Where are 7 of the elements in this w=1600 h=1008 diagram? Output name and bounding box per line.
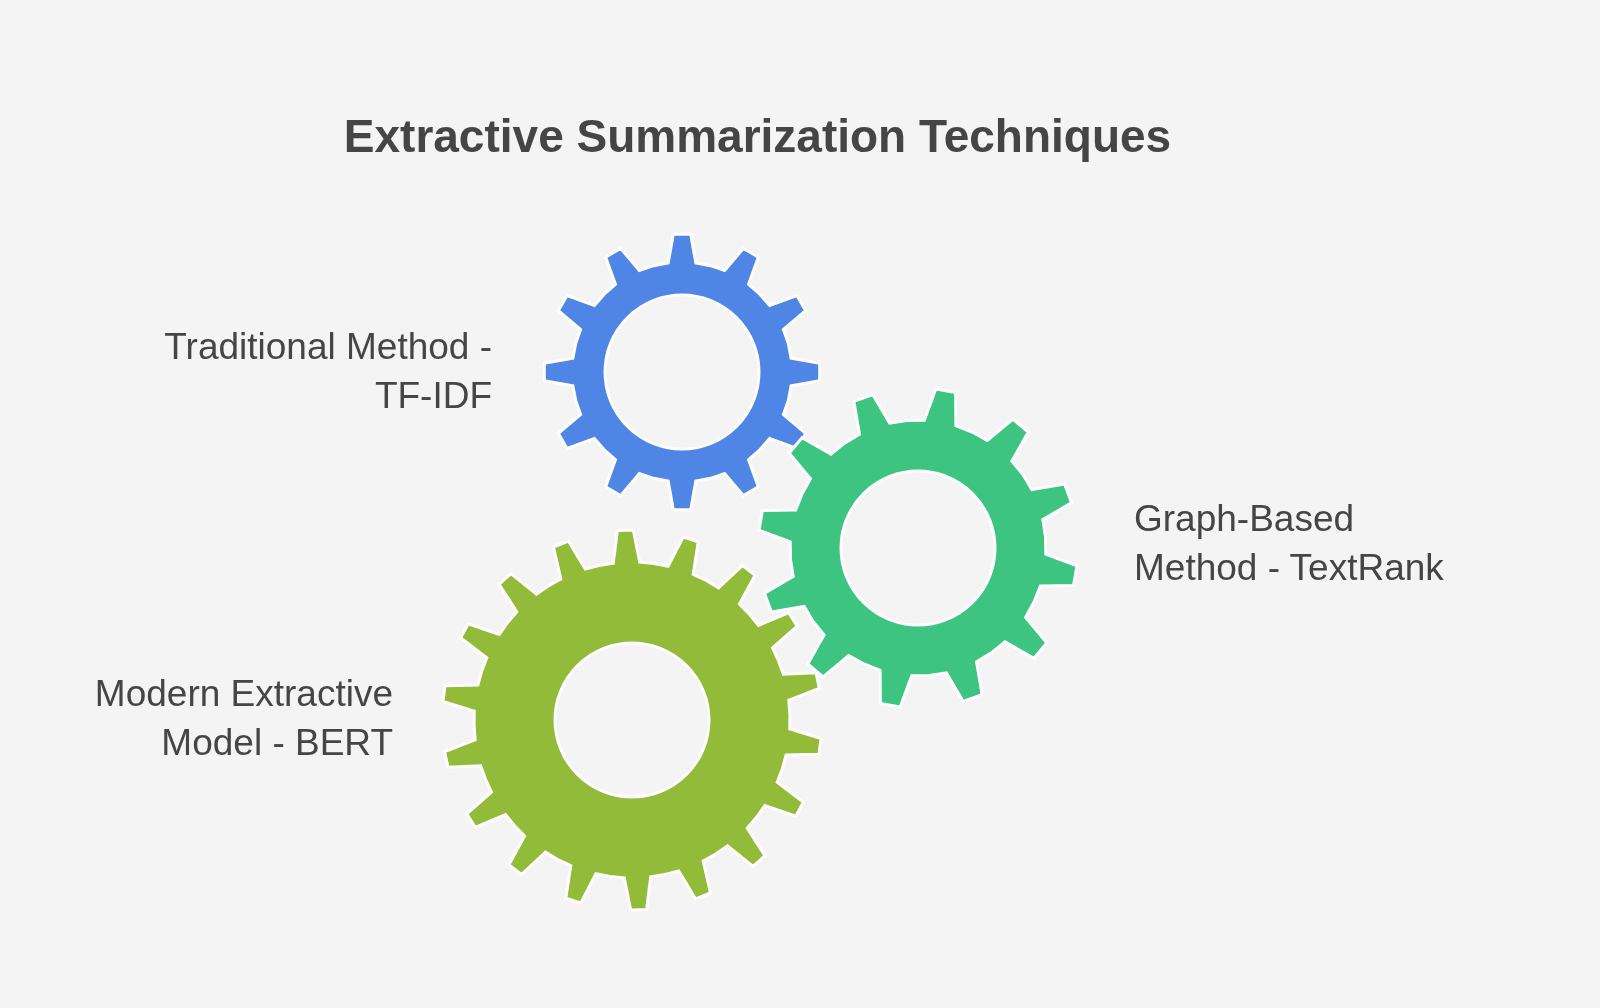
gear-icon [540, 230, 824, 514]
gear-label: Modern Extractive Model - BERT [93, 672, 393, 765]
gear-label: Graph-Based Method - TextRank [1134, 497, 1445, 590]
gear-icon [438, 526, 826, 914]
title: Extractive Summarization Techniques [342, 109, 1173, 164]
gear-label: Traditional Method - TF-IDF [163, 325, 492, 418]
gear-icon [754, 384, 1082, 712]
